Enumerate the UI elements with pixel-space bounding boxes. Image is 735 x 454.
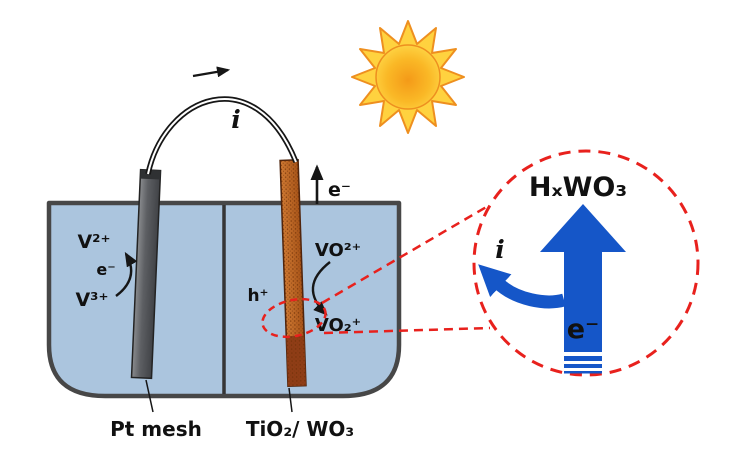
vanadium3-label: V³⁺ <box>75 289 108 311</box>
pt-mesh-caption: Pt mesh <box>110 417 202 441</box>
photoanode-caption: TiO₂/ WO₃ <box>246 417 354 441</box>
sun-disc <box>375 44 441 110</box>
wire-inner <box>147 98 297 175</box>
wire-current-label: i <box>231 105 241 134</box>
zoom-connector-bottom <box>323 326 491 335</box>
electron-out-label: e⁻ <box>328 179 351 201</box>
layer-stripe-3 <box>564 371 602 374</box>
pt-mesh-electrode-top <box>140 169 161 180</box>
layer-stripe-2 <box>564 364 602 368</box>
inset-current-label: i <box>495 235 505 264</box>
photoanode-electrode <box>279 159 307 388</box>
right-redox-arrow <box>311 261 331 316</box>
pt-mesh-caption-line <box>145 379 154 413</box>
wire-direction-arrow <box>192 66 231 78</box>
inset-electron-label: e⁻ <box>567 314 600 345</box>
photoanode-caption-line <box>288 387 293 413</box>
layer-stripe-1 <box>564 356 602 361</box>
wire-outer <box>145 96 299 175</box>
hole-label: h⁺ <box>247 286 268 306</box>
photoanode-texture <box>280 159 306 387</box>
vo2plus-reduced-label: VO₂⁺ <box>315 315 361 336</box>
left-redox-arrow <box>115 251 138 297</box>
vo2plus-label: VO²⁺ <box>315 240 361 261</box>
zoom-region-ellipse <box>261 297 327 339</box>
electron-insertion-arrow <box>540 204 626 352</box>
inset-current-arrow <box>478 264 566 309</box>
sun-icon <box>351 20 465 134</box>
vanadium2-label: V²⁺ <box>77 231 110 253</box>
hxwo3-label: HₓWO₃ <box>529 172 627 203</box>
zoom-connector-top <box>321 204 489 305</box>
left-electron-label: e⁻ <box>96 260 115 279</box>
